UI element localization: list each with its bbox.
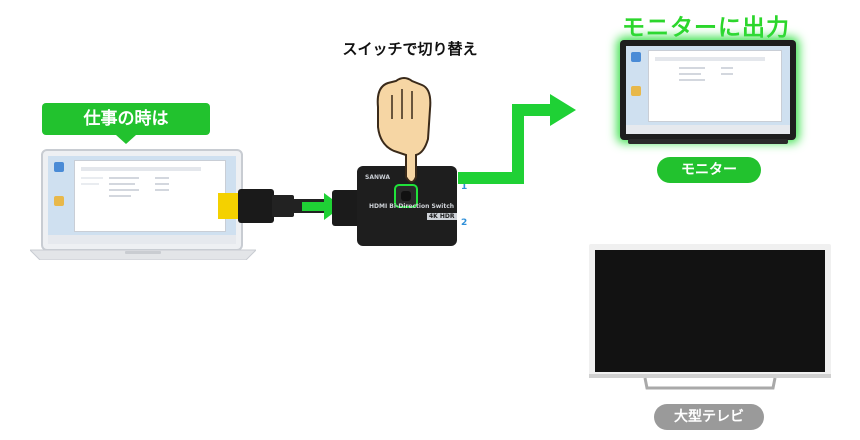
arrow-right-icon [458, 94, 576, 184]
taskbar [626, 125, 790, 134]
switch-caption: スイッチで切り替え [342, 40, 478, 58]
switch-product-text: HDMI Bi-Direction Switch [369, 203, 455, 210]
work-label: 仕事の時は [42, 103, 210, 135]
taskbar [48, 235, 236, 244]
output-headline: モニターに出力 [622, 15, 790, 41]
folder-icon [631, 52, 641, 62]
port-2-indicator: 2 [461, 218, 468, 228]
select-button[interactable] [394, 184, 418, 208]
tv-icon [589, 244, 831, 390]
tv-label: 大型テレビ [654, 404, 764, 430]
output-arrow [458, 94, 576, 184]
monitor-icon [628, 139, 788, 144]
folder-icon [631, 86, 641, 96]
laptop-screen [48, 156, 236, 244]
explorer-window [648, 50, 782, 122]
hand-pointer-icon [376, 77, 432, 183]
switch-badge: 4K HDR [427, 213, 457, 220]
folder-icon [54, 196, 64, 206]
explorer-window [74, 160, 226, 232]
label-pointer [116, 135, 136, 144]
switch-plug [332, 190, 362, 226]
switch-logo: SANWA [365, 174, 390, 181]
laptop [30, 148, 256, 260]
monitor [620, 40, 796, 146]
monitor-label: モニター [657, 157, 761, 183]
port-1-indicator: 1 [461, 182, 468, 192]
folder-icon [54, 162, 64, 172]
monitor-screen [626, 46, 790, 134]
